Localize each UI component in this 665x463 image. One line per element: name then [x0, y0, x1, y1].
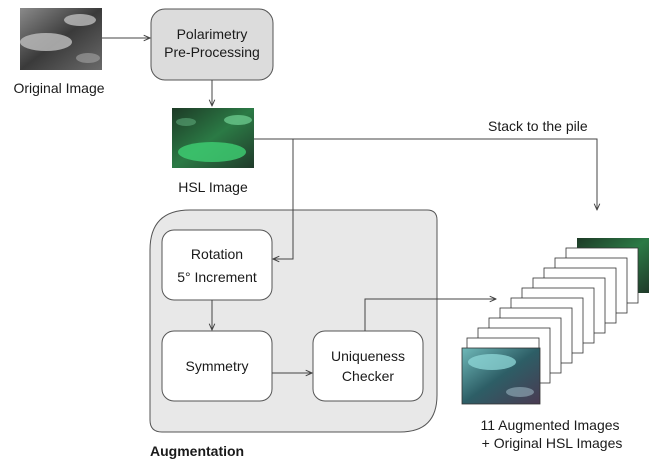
polarimetry-label-line1: Polarimetry: [177, 26, 248, 42]
augmentation-label: Augmentation: [150, 443, 244, 459]
rotation-label-line2: 5° Increment: [177, 269, 257, 285]
output-label-line1: 11 Augmented Images: [480, 417, 619, 433]
arrow-hsl-to-stack: [293, 138, 597, 210]
symmetry-box: [161, 330, 273, 402]
output-label-line2: + Original HSL Images: [482, 435, 623, 451]
uniqueness-label-line2: Checker: [342, 368, 394, 384]
hsl-image-label: HSL Image: [178, 179, 248, 195]
uniqueness-checker-box: [312, 330, 424, 402]
original-image-label: Original Image: [13, 80, 104, 96]
polarimetry-label-line2: Pre-Processing: [164, 44, 260, 60]
rotation-label-line1: Rotation: [191, 246, 243, 262]
original-image-thumbnail: [20, 8, 102, 70]
stack-to-pile-label: Stack to the pile: [488, 118, 588, 134]
uniqueness-label-line1: Uniqueness: [331, 348, 405, 364]
arrow-hsl-to-rotation: [254, 138, 294, 259]
image-stack: [461, 238, 649, 405]
symmetry-label: Symmetry: [186, 358, 249, 374]
arrow-uniqueness-to-stack: [364, 299, 496, 331]
rotation-box: [161, 229, 273, 301]
hsl-image-thumbnail: [172, 108, 254, 168]
